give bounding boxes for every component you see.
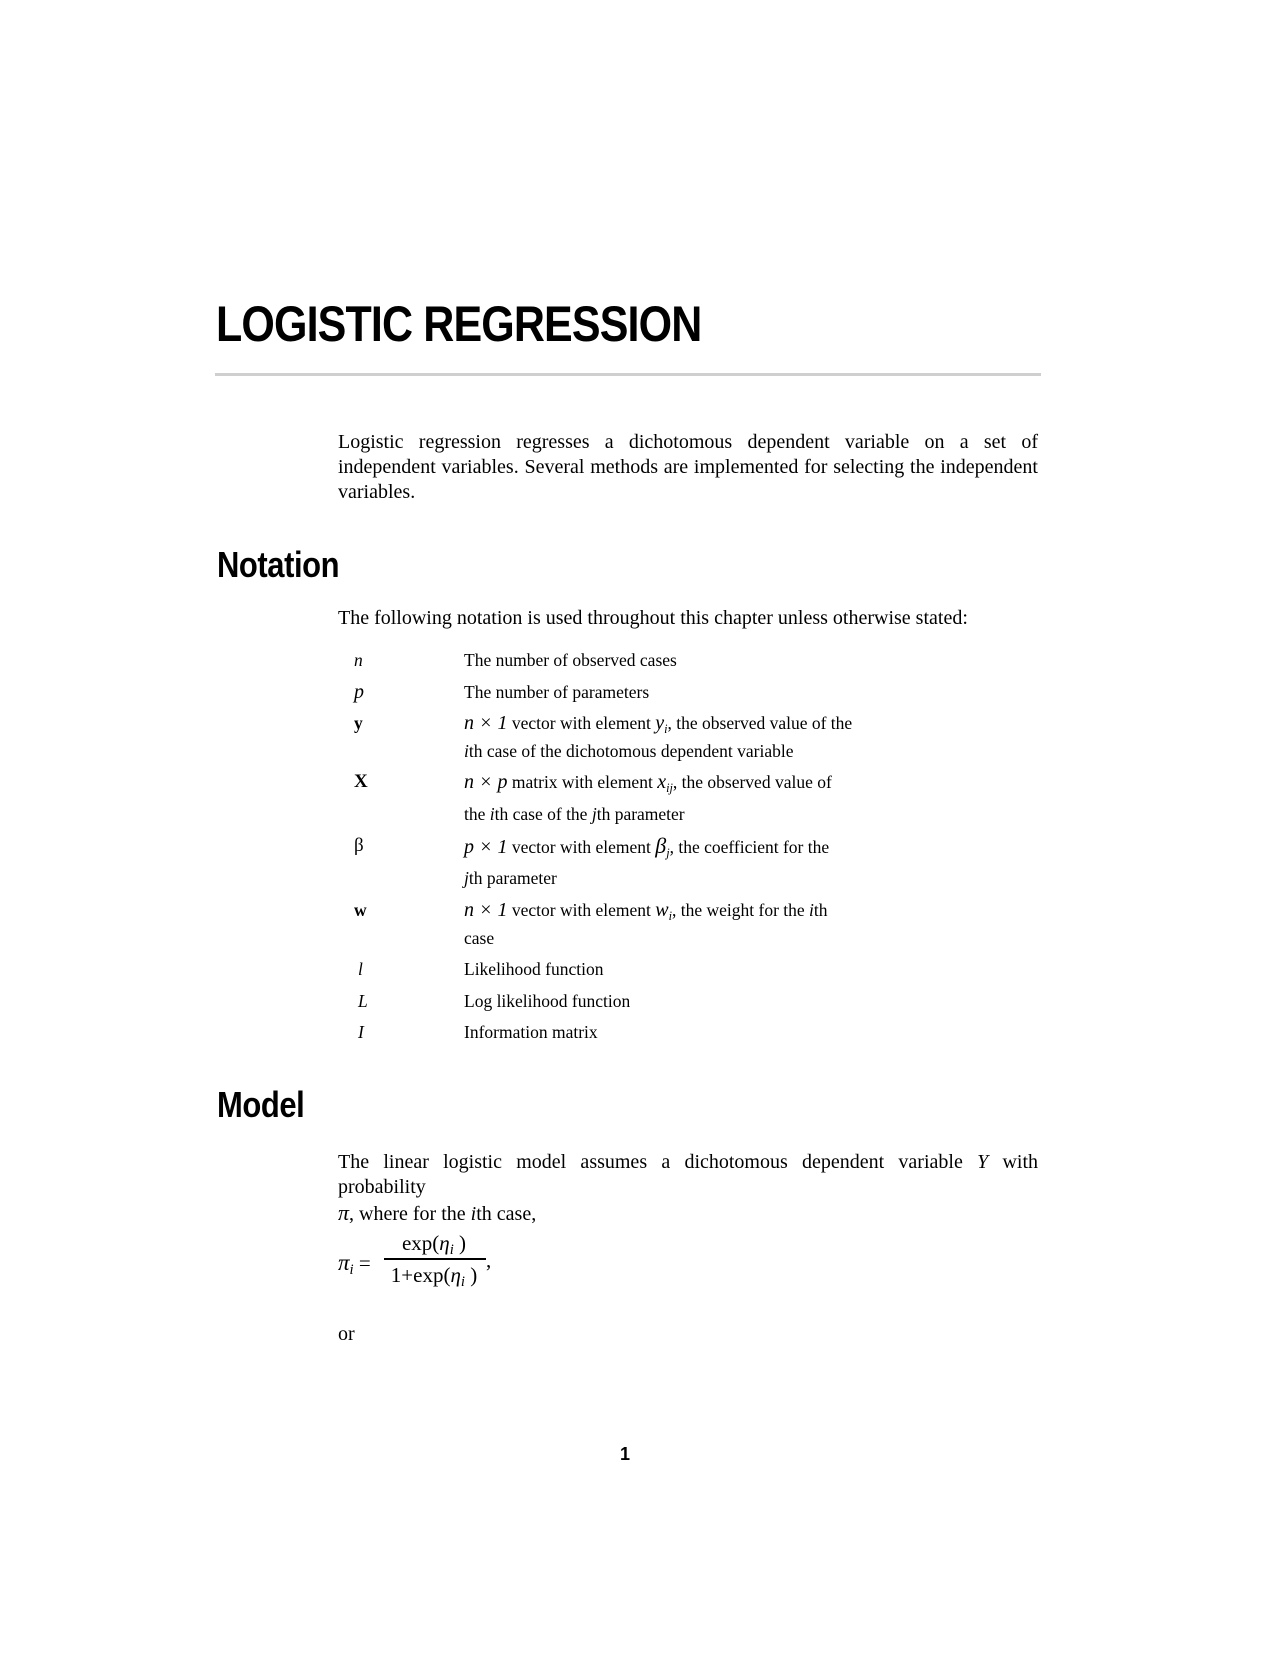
- title-rule-divider: [215, 373, 1041, 376]
- notation-symbol: y: [354, 713, 363, 733]
- notation-description: The number of parameters: [464, 682, 650, 702]
- notation-symbol: l: [358, 959, 363, 979]
- formula-lhs: πi =: [338, 1250, 371, 1278]
- logistic-formula: πi = exp(ηi ) 1+exp(ηi ) ,: [338, 1228, 538, 1298]
- notation-symbol: I: [358, 1022, 364, 1042]
- notation-symbol: L: [358, 991, 368, 1011]
- notation-description: The number of observed cases: [464, 650, 677, 670]
- notation-description: n × 1 vector with element yi, the observ…: [464, 712, 853, 761]
- notation-description: n × 1 vector with element wi, the weight…: [464, 899, 828, 948]
- notation-heading: Notation: [217, 544, 340, 585]
- notation-symbol: β: [354, 835, 364, 856]
- model-heading: Model: [217, 1084, 305, 1125]
- page-number: 1: [620, 1444, 631, 1464]
- or-text: or: [338, 1323, 355, 1345]
- notation-description: p × 1 vector with element βj, the coeffi…: [464, 833, 830, 888]
- fraction-bar: [384, 1258, 486, 1260]
- notation-description: Log likelihood function: [464, 991, 631, 1011]
- chapter-title: LOGISTIC REGRESSION: [216, 296, 702, 352]
- notation-symbol: w: [354, 900, 367, 920]
- formula-denominator: 1+exp(ηi ): [390, 1262, 478, 1290]
- notation-symbol: n: [354, 650, 363, 670]
- notation-symbol: p: [354, 681, 364, 703]
- chapter-intro-paragraph: Logistic regression regresses a dichotom…: [338, 431, 1038, 503]
- notation-description: Likelihood function: [464, 959, 604, 979]
- notation-intro: The following notation is used throughou…: [338, 607, 968, 629]
- formula-comma: ,: [486, 1248, 492, 1272]
- formula-fraction: exp(ηi ) 1+exp(ηi ): [384, 1228, 486, 1290]
- notation-symbol: X: [354, 771, 368, 792]
- formula-numerator: exp(ηi ): [401, 1231, 467, 1258]
- notation-description: Information matrix: [464, 1022, 598, 1042]
- notation-description: n × p matrix with element xij, the obser…: [464, 771, 832, 824]
- model-paragraph: The linear logistic model assumes a dich…: [338, 1151, 1038, 1225]
